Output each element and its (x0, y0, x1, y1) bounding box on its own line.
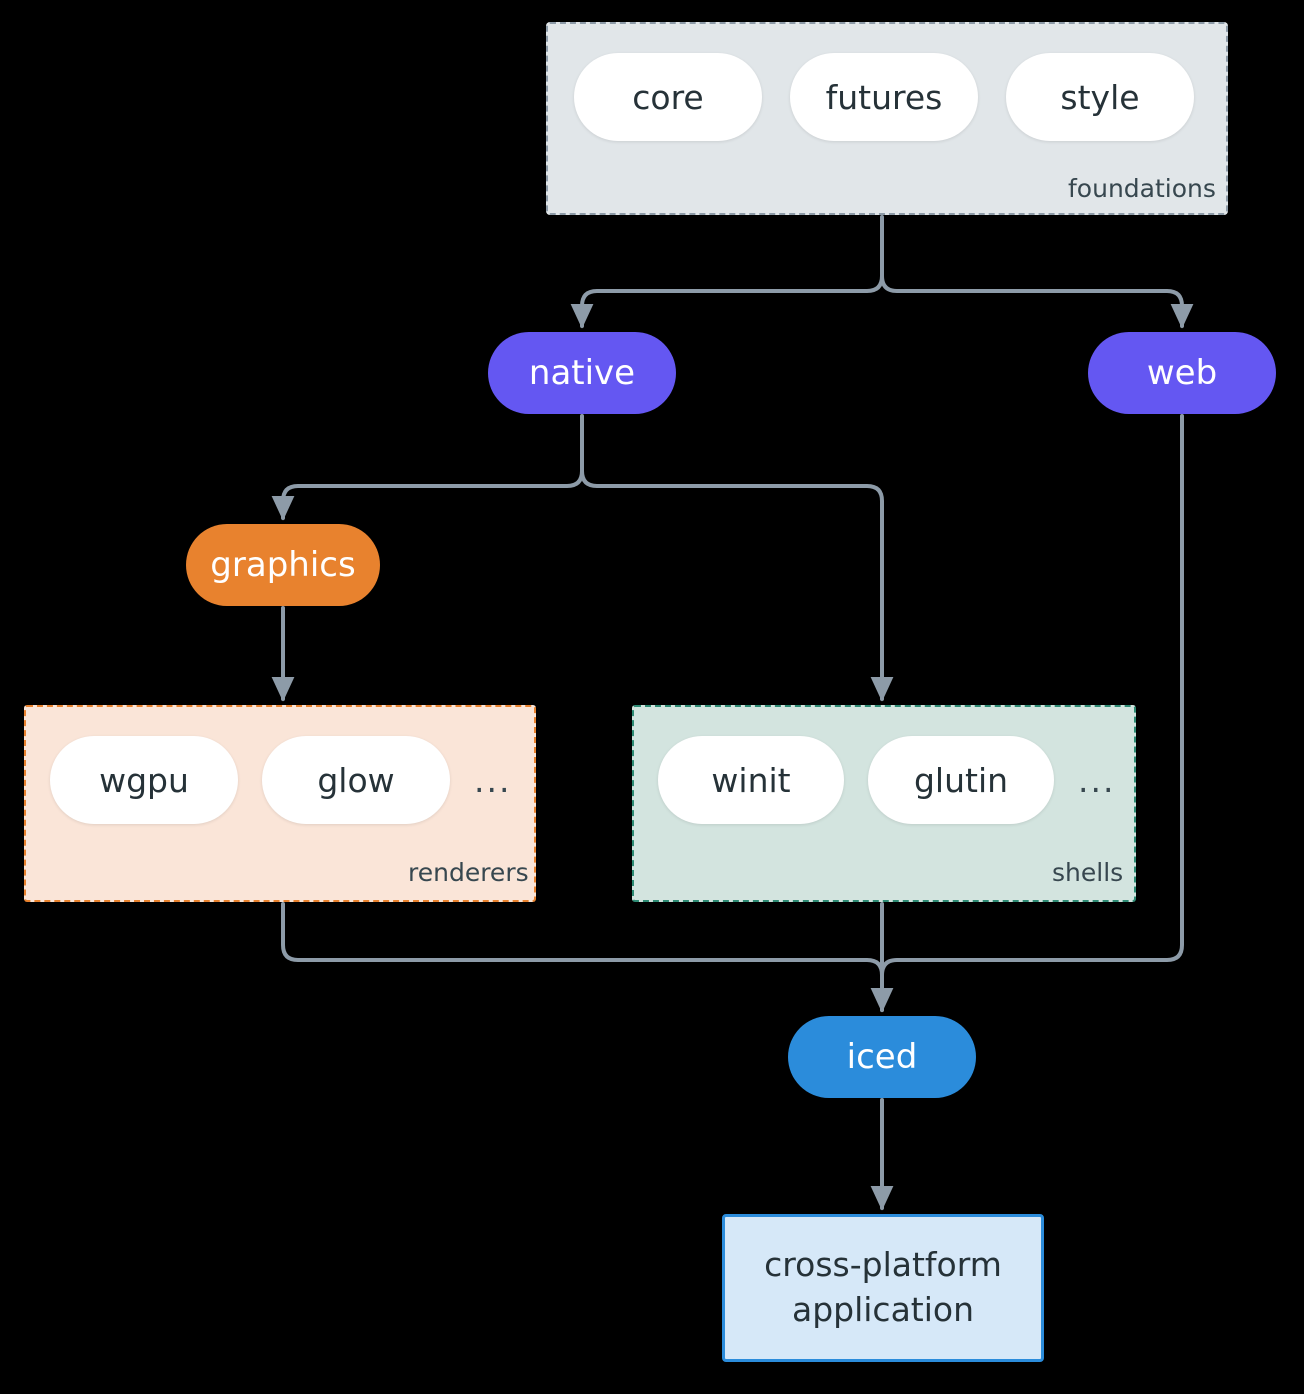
application-label-line2: application (791, 1290, 975, 1329)
pill-glutin-label: glutin (913, 760, 1009, 800)
pill-glutin[interactable]: glutin (868, 736, 1054, 824)
pill-glow-label: glow (317, 760, 395, 800)
node-native[interactable]: native (488, 332, 676, 414)
shells-items: winit glutin ... (658, 736, 1115, 824)
node-graphics-label: graphics (210, 545, 356, 585)
edge-foundations-to-web (880, 274, 1194, 329)
node-cross-platform-application[interactable]: cross-platform application (722, 1214, 1044, 1362)
node-native-label: native (528, 353, 636, 393)
group-label-shells: shells (1052, 858, 1124, 887)
group-label-renderers: renderers (408, 858, 529, 887)
pill-futures[interactable]: futures (790, 53, 978, 141)
pill-style-label: style (1060, 77, 1140, 117)
node-iced[interactable]: iced (788, 1016, 976, 1098)
pill-futures-label: futures (825, 77, 943, 117)
renderers-items: wgpu glow ... (50, 736, 511, 824)
node-graphics[interactable]: graphics (186, 524, 380, 606)
edge-native-to-graphics (271, 414, 584, 521)
pill-glow[interactable]: glow (262, 736, 450, 824)
edge-foundations-trunk (570, 215, 884, 329)
pill-wgpu[interactable]: wgpu (50, 736, 238, 824)
node-web[interactable]: web (1088, 332, 1276, 414)
renderers-ellipsis: ... (474, 760, 512, 800)
shells-ellipsis: ... (1078, 760, 1116, 800)
group-label-foundations: foundations (1068, 174, 1216, 203)
node-iced-label: iced (846, 1037, 918, 1077)
foundations-items: core futures style (574, 53, 1194, 141)
pill-winit[interactable]: winit (658, 736, 844, 824)
edge-renderers-to-iced (281, 902, 894, 1013)
pill-core[interactable]: core (574, 53, 762, 141)
edge-native-to-shells (580, 469, 894, 702)
node-web-label: web (1146, 353, 1218, 393)
pill-style[interactable]: style (1006, 53, 1194, 141)
pill-core-label: core (632, 77, 704, 117)
pill-wgpu-label: wgpu (99, 760, 189, 800)
pill-winit-label: winit (711, 760, 791, 800)
application-label-line1: cross-platform (764, 1245, 1002, 1285)
